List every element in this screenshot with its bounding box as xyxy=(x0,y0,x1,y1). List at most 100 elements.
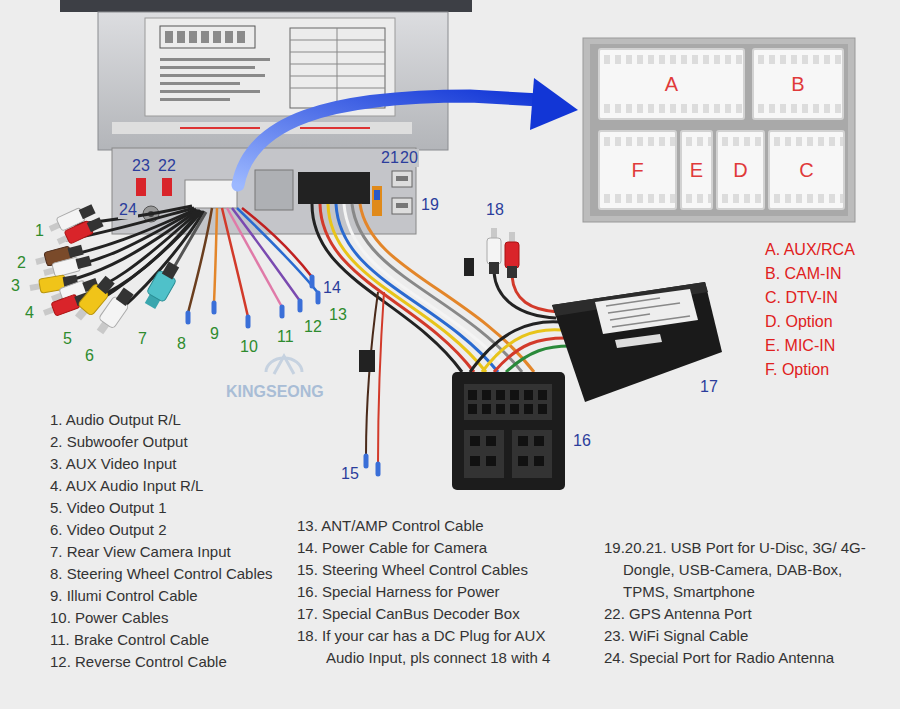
control-wires-part xyxy=(227,208,282,307)
connector-slot: C xyxy=(768,130,845,210)
connector-closeup-part xyxy=(590,44,848,216)
power-connector-part-part xyxy=(534,436,544,446)
power-connector-part-part xyxy=(496,404,505,414)
aux-rca-plugs-part xyxy=(487,228,501,274)
power-connector-part-part xyxy=(470,436,480,446)
list-item: 10. Power Cables xyxy=(50,607,168,629)
aux-rca-plugs-part-part xyxy=(507,266,517,278)
list-item: 22. GPS Antenna Port xyxy=(604,603,752,625)
aux-rca-plugs-part-part xyxy=(505,242,519,268)
rca-plugs-part-part xyxy=(87,217,104,232)
callout-number: 24 xyxy=(118,201,138,219)
slot-letter: B xyxy=(791,72,804,96)
connector-closeup-part xyxy=(583,38,855,222)
power-connector-part-part xyxy=(534,456,544,466)
connector-key: F. Option xyxy=(765,359,829,381)
spade-terminals-part xyxy=(310,277,315,286)
list-item: 8. Steering Wheel Control Cables xyxy=(50,563,273,585)
rca-plugs-part xyxy=(93,286,136,337)
connector-key: D. Option xyxy=(765,311,833,333)
rca-plugs-part xyxy=(55,215,104,248)
wire-tag xyxy=(359,258,474,372)
callout-number: 23 xyxy=(131,157,151,175)
power-connector-part-part xyxy=(486,456,496,466)
canbus-box xyxy=(552,282,722,402)
watermark-logo-part xyxy=(266,358,302,372)
power-connector-part xyxy=(468,390,547,414)
head-unit-part-part xyxy=(160,82,240,85)
callout-number: 19 xyxy=(420,196,440,214)
callout-number: 20 xyxy=(399,149,419,167)
control-wires xyxy=(188,208,318,317)
list-item: 4. AUX Audio Input R/L xyxy=(50,475,203,497)
head-unit-part xyxy=(160,31,270,101)
aux-rca-plugs-part-part xyxy=(489,262,499,274)
canbus-box-part xyxy=(552,282,722,402)
head-unit-part-part xyxy=(201,31,209,43)
pointer-arrow-part xyxy=(530,78,578,130)
power-connector-part-part xyxy=(496,390,505,400)
power-connector-part xyxy=(464,384,552,420)
callout-number: 14 xyxy=(322,279,342,297)
head-unit-part-part xyxy=(237,31,245,43)
spade-terminals-part xyxy=(364,456,369,466)
watermark: KINGSEONG xyxy=(226,381,324,403)
head-unit-part xyxy=(112,148,416,234)
aux-rca-plugs-part xyxy=(505,232,519,278)
power-connector-part-part xyxy=(468,390,477,400)
callout-number: 3 xyxy=(10,277,21,295)
head-unit-part-part xyxy=(177,31,185,43)
head-unit-part-part xyxy=(160,74,265,77)
power-harness-wires-part xyxy=(366,292,378,456)
rca-plugs xyxy=(29,202,183,337)
head-unit-part xyxy=(396,176,408,181)
connector-key: C. DTV-IN xyxy=(765,287,838,309)
control-wires-part xyxy=(188,208,212,313)
control-wires-part xyxy=(237,208,318,293)
head-unit-part xyxy=(396,203,408,208)
callout-number: 7 xyxy=(137,330,148,348)
connector-closeup xyxy=(583,38,855,222)
canbus-box-part-part xyxy=(606,298,660,306)
pointer-arrow xyxy=(238,78,578,185)
spade-terminals-part xyxy=(316,293,321,302)
callout-number: 16 xyxy=(572,432,592,450)
power-harness-wires-part xyxy=(482,330,562,372)
callout-number: 13 xyxy=(328,306,348,324)
callout-number: 4 xyxy=(24,304,35,322)
head-unit-part xyxy=(300,127,370,129)
list-item: 17. Special CanBus Decoder Box xyxy=(297,603,520,625)
power-harness-wires-part xyxy=(506,346,570,372)
rca-plugs-part-part xyxy=(97,276,115,294)
head-unit-part xyxy=(392,198,412,214)
power-connector-part-part xyxy=(510,404,519,414)
power-harness-wires-part xyxy=(378,292,384,464)
slot-letter: C xyxy=(799,158,813,182)
wire-tag-part xyxy=(464,258,474,276)
list-item: 9. Illumi Control Cable xyxy=(50,585,198,607)
power-connector-part-part xyxy=(486,436,496,446)
list-item: 11. Brake Control Cable xyxy=(50,629,209,651)
watermark-logo-part xyxy=(274,356,294,374)
rca-wires xyxy=(38,206,206,320)
power-connector-part xyxy=(470,436,544,466)
callout-number: 8 xyxy=(176,335,187,353)
head-unit-part xyxy=(60,0,472,12)
spade-terminals-part xyxy=(186,313,191,322)
head-unit-part xyxy=(185,180,237,208)
canbus-box-part-part xyxy=(612,316,690,327)
rca-plugs-part-part xyxy=(162,261,179,279)
head-unit-part xyxy=(372,186,382,216)
callout-number: 21 xyxy=(380,149,400,167)
connector-slot: F xyxy=(598,130,677,210)
spade-terminals-part xyxy=(246,317,251,326)
spade-terminals-part xyxy=(212,303,217,312)
head-unit-part xyxy=(392,171,412,187)
head-unit xyxy=(60,0,472,234)
callout-number: 10 xyxy=(239,338,259,356)
callout-number: 6 xyxy=(84,347,95,365)
power-connector-part xyxy=(512,430,552,478)
callout-number: 22 xyxy=(157,157,177,175)
head-unit-part-part xyxy=(165,31,173,43)
